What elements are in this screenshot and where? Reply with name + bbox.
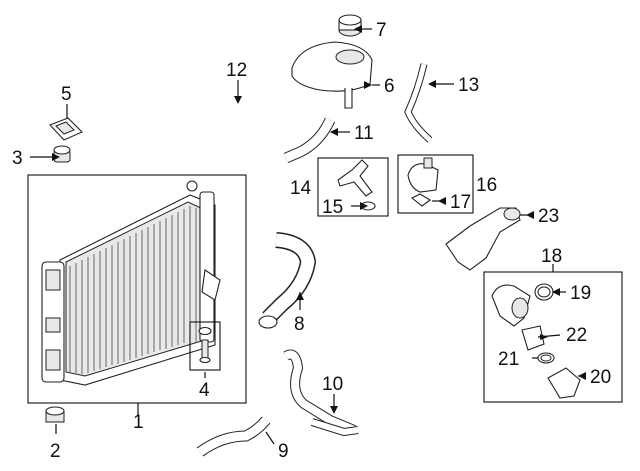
callout-16: 16 xyxy=(476,175,497,196)
callout-22: 22 xyxy=(566,325,587,346)
outlet-part-23 xyxy=(445,207,521,271)
hose-part-12 xyxy=(190,66,279,134)
callout-4: 4 xyxy=(199,380,210,401)
callout-20: 20 xyxy=(590,367,611,388)
callout-15: 15 xyxy=(322,197,343,218)
fitting-box-14 xyxy=(317,157,389,217)
housing-group-16 xyxy=(397,154,474,214)
drain-plug-group xyxy=(189,321,221,371)
radiator-assembly xyxy=(27,174,247,404)
isolator-part-2 xyxy=(45,406,65,423)
callout-6: 6 xyxy=(384,76,395,97)
radiator-group-box xyxy=(27,174,247,404)
reservoir-part-6 xyxy=(291,41,373,109)
hose-part-13 xyxy=(404,63,433,143)
callout-23: 23 xyxy=(538,206,559,227)
callout-21: 21 xyxy=(498,349,519,370)
isolator-part-3 xyxy=(53,145,71,163)
callout-9: 9 xyxy=(278,441,289,462)
hose-part-11 xyxy=(283,117,336,164)
callout-1: 1 xyxy=(133,412,144,433)
callout-2: 2 xyxy=(50,441,61,462)
drain-plug-box xyxy=(189,321,221,371)
callout-7: 7 xyxy=(376,20,387,41)
callout-13: 13 xyxy=(458,75,479,96)
housing-box-16 xyxy=(397,154,474,214)
callout-18: 18 xyxy=(541,246,562,267)
hose-part-9 xyxy=(196,416,271,457)
callout-5: 5 xyxy=(61,84,72,105)
callout-19: 19 xyxy=(570,283,591,304)
callout-17: 17 xyxy=(450,192,471,213)
callout-11: 11 xyxy=(354,123,374,144)
bracket-part-5 xyxy=(49,117,83,141)
callout-10: 10 xyxy=(322,374,343,395)
leader-lines xyxy=(30,28,586,445)
callout-12: 12 xyxy=(226,60,247,81)
callout-3: 3 xyxy=(12,148,23,169)
hose-part-10 xyxy=(283,349,359,437)
hose-part-8 xyxy=(258,232,317,329)
callout-8: 8 xyxy=(294,314,305,335)
radiator-part xyxy=(41,180,221,386)
cap-part-7 xyxy=(338,14,362,37)
callout-14: 14 xyxy=(290,178,312,199)
callout-numbers: 1 2 3 4 5 6 7 8 9 10 11 12 13 14 15 16 1… xyxy=(12,20,611,462)
leader-arrowheads xyxy=(52,25,586,414)
